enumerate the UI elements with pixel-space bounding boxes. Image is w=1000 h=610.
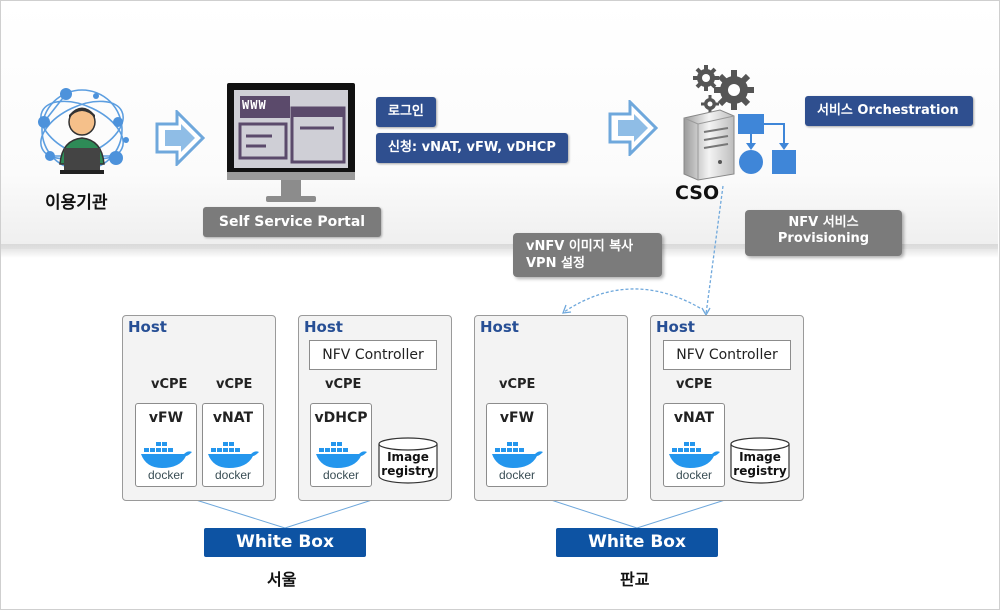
vnf-copy-label: vNFV 이미지 복사 VPN 설정	[513, 233, 662, 277]
host-title: Host	[656, 318, 695, 336]
white-box-pangyo: White Box	[556, 528, 718, 557]
portal-screen-text: WWW	[242, 98, 267, 112]
host-2: Host NFV Controller vCPE vDHCP Image reg…	[298, 315, 452, 501]
arrow-right-icon	[608, 100, 658, 156]
vnf-label: vFW	[499, 410, 535, 426]
image-registry-label: Image registry	[729, 450, 791, 478]
vnf-box: vFW	[135, 403, 197, 487]
docker-icon	[316, 442, 367, 482]
login-label: 로그인	[376, 97, 436, 127]
host-4: Host NFV Controller vCPE vNAT Image regi…	[650, 315, 804, 501]
vnf-label: vNAT	[212, 410, 254, 426]
vnf-box: vFW	[486, 403, 548, 487]
vcpe-label: vCPE	[325, 377, 362, 392]
vnf-box: vDHCP	[310, 403, 372, 487]
vcpe-label: vCPE	[151, 377, 188, 392]
city-pangyo: 판교	[620, 570, 650, 589]
image-registry-label: Image registry	[377, 450, 439, 478]
provisioning-line1: NFV 서비스	[788, 215, 859, 230]
docker-icon	[141, 442, 192, 482]
gears-icon	[693, 65, 754, 113]
vnf-label: vNAT	[673, 410, 715, 426]
orchestration-label: 서비스 Orchestration	[805, 96, 973, 126]
server-icon	[683, 109, 735, 181]
nfv-controller: NFV Controller	[309, 340, 437, 370]
registry-line1: Image	[739, 450, 781, 464]
docker-icon	[669, 442, 720, 482]
provisioning-line2: Provisioning	[777, 231, 870, 246]
host-title: Host	[480, 318, 519, 336]
host-1: Host vCPE vCPE vFW vNAT	[122, 315, 276, 501]
monitor-icon	[227, 83, 355, 202]
nfv-provisioning-label: NFV 서비스 Provisioning	[745, 210, 902, 256]
self-service-portal-label: Self Service Portal	[203, 207, 381, 237]
registry-line2: registry	[381, 464, 435, 478]
vnf-label: vFW	[148, 410, 184, 426]
user-label: 이용기관	[45, 193, 108, 213]
user-network-icon	[38, 88, 129, 174]
host-3: Host vCPE vFW	[474, 315, 628, 501]
vnf-box: vNAT	[663, 403, 725, 487]
vnf-label: vDHCP	[314, 410, 368, 426]
docker-icon	[492, 442, 543, 482]
host-title: Host	[128, 318, 167, 336]
vnf-box: vNAT	[202, 403, 264, 487]
vcpe-label: vCPE	[499, 377, 536, 392]
arrow-right-icon	[155, 110, 205, 166]
white-box-seoul: White Box	[204, 528, 366, 557]
city-seoul: 서울	[267, 570, 297, 589]
host-title: Host	[304, 318, 343, 336]
flowchart-icon	[738, 114, 796, 174]
registry-line2: registry	[733, 464, 787, 478]
nfv-controller: NFV Controller	[663, 340, 791, 370]
request-label: 신청: vNAT, vFW, vDHCP	[376, 133, 568, 163]
cso-label: CSO	[675, 182, 720, 204]
docker-icon	[208, 442, 259, 482]
vcpe-label: vCPE	[676, 377, 713, 392]
registry-line1: Image	[387, 450, 429, 464]
vcpe-label: vCPE	[216, 377, 253, 392]
vnf-copy-line2: VPN 설정	[526, 256, 585, 271]
vnf-copy-line1: vNFV 이미지 복사	[526, 239, 634, 254]
